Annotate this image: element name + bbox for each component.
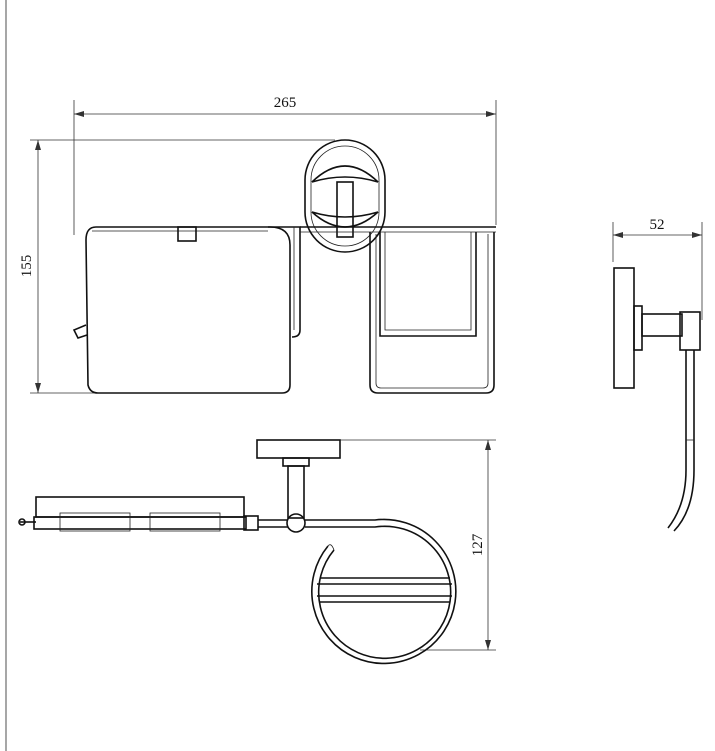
depth-dimension-label: 52: [650, 217, 665, 233]
paper-holder-top: [18, 496, 288, 532]
top-joint: [286, 513, 306, 533]
height-dimension: 155: [19, 139, 335, 394]
bottom-height-dimension: 127: [340, 439, 496, 651]
side-hook-curve: [667, 350, 687, 529]
wall-mount-plate: [300, 139, 496, 253]
side-view: 52: [612, 217, 703, 532]
front-view: 265 155: [19, 95, 497, 394]
height-dimension-label: 155: [19, 255, 35, 278]
paper-holder-cover: [72, 226, 301, 394]
width-dimension: 265: [73, 95, 497, 235]
depth-dimension: 52: [612, 217, 703, 320]
basket-front: [369, 232, 495, 394]
side-wall-plate: [613, 267, 635, 389]
width-dimension-label: 265: [274, 95, 297, 111]
bottom-height-dimension-label: 127: [470, 533, 486, 556]
top-wall-plate: [256, 439, 341, 459]
ring-basket-top: [305, 518, 457, 665]
top-view: 127: [18, 439, 496, 665]
